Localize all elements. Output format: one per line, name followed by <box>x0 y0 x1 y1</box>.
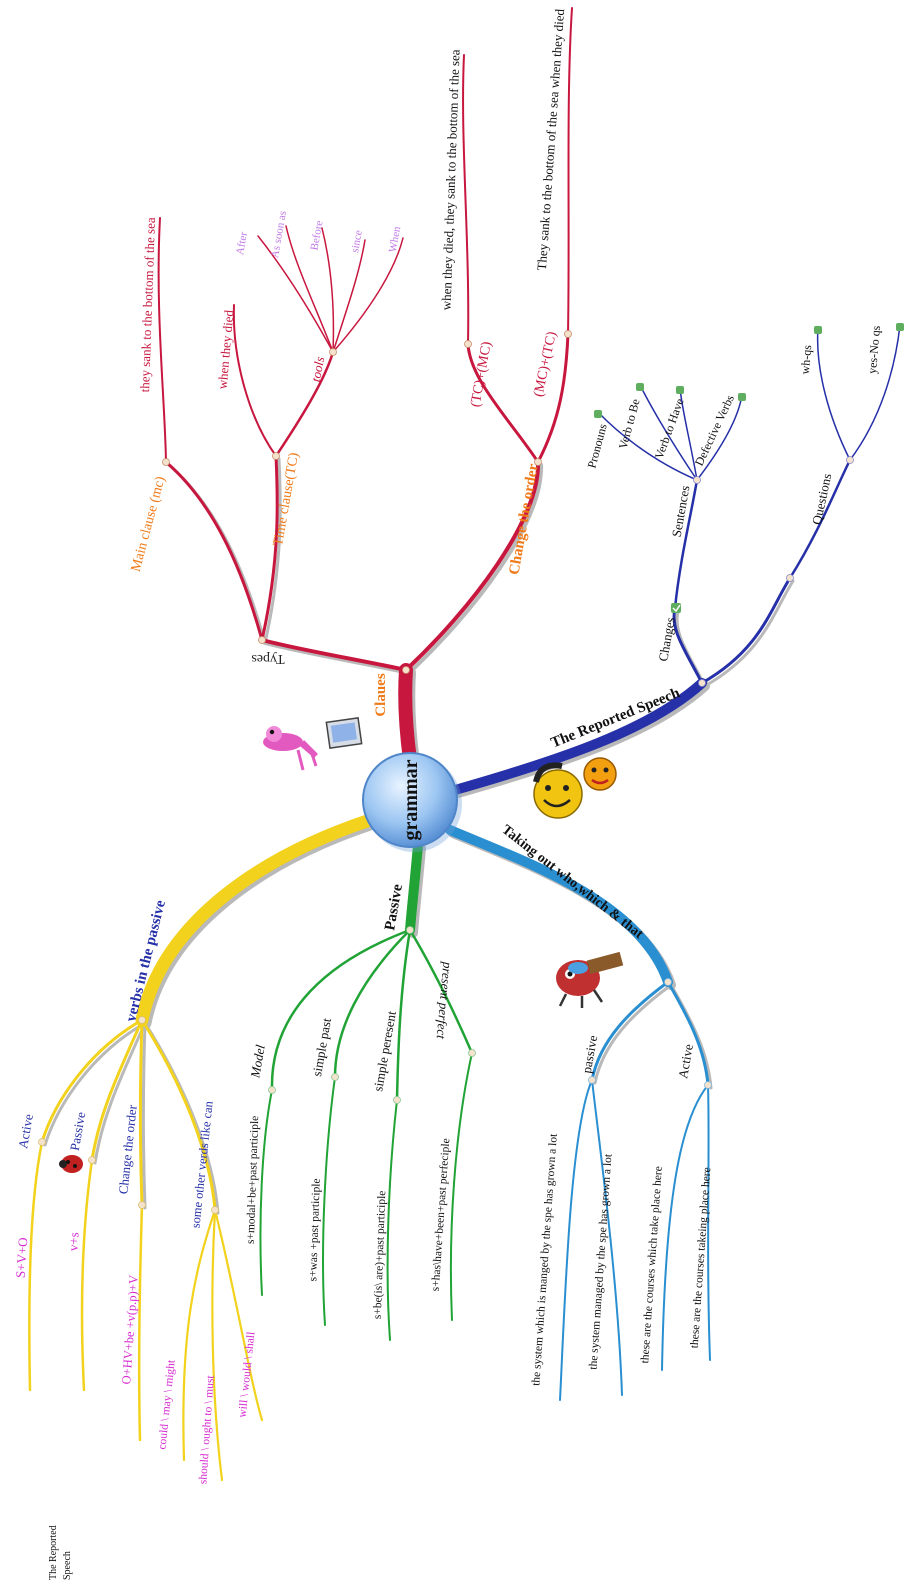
labels-reported-speech: The Reported Speech Changes Sentences Pr… <box>549 325 883 752</box>
verbs-other-item-3[interactable]: will \ would \ shall <box>237 1331 258 1418</box>
flamingo-computer-icon <box>263 718 362 770</box>
branch-taking-out <box>450 830 712 1400</box>
question-item-wh[interactable]: wh-qs <box>798 344 815 375</box>
sentence-item-verb-be[interactable]: Verb to Be <box>616 397 643 450</box>
clauses-title[interactable]: Claues <box>373 673 389 717</box>
passive-simple-present-label[interactable]: simple peresent <box>370 1010 399 1093</box>
verbs-change-formula[interactable]: O+HV+be +v(p.p)+V <box>119 1275 141 1385</box>
main-clause-label[interactable]: Main clause (mc) <box>129 475 169 574</box>
passive-present-perfect-label[interactable]: present perfect <box>434 960 456 1040</box>
verbs-active-label[interactable]: Active <box>15 1113 36 1150</box>
verbs-other-item-1[interactable]: could \ may \ might <box>156 1358 177 1450</box>
question-item-yes-no[interactable]: yes-No qs <box>865 325 883 375</box>
passive-title[interactable]: Passive <box>382 883 406 932</box>
passive-model-label[interactable]: Model <box>247 1043 268 1080</box>
taking-active-item-1[interactable]: these are the courses which take place h… <box>639 1166 665 1364</box>
smiley-faces-icon <box>534 758 616 818</box>
taking-passive-label[interactable]: passive <box>579 1034 600 1075</box>
center-label: grammar <box>400 759 422 840</box>
tool-item-before[interactable]: Before <box>309 220 326 252</box>
tool-item-when[interactable]: When <box>387 225 403 253</box>
mc-tc-example[interactable]: They sank to the bottom of the sea when … <box>534 8 567 271</box>
verbs-other-item-2[interactable]: should \ ought to \ must <box>197 1374 217 1484</box>
marker-icons <box>594 323 904 613</box>
verbs-active-formula[interactable]: S+V+O <box>13 1237 31 1279</box>
ladybug-icon <box>59 1155 83 1173</box>
footer-line-2: Speech <box>62 1551 73 1580</box>
tools-label[interactable]: tools <box>308 355 327 383</box>
sentence-item-verb-have[interactable]: Verb to Have <box>652 396 687 460</box>
passive-simple-present-formula[interactable]: s+be(is\ are)+past participle <box>372 1190 388 1319</box>
main-clause-example[interactable]: they sank to the bottom of the sea <box>137 217 158 393</box>
tc-mc-example[interactable]: when they died, they sank to the bottom … <box>438 49 462 311</box>
labels-clauses: Claues Types Main clause (mc) they sank … <box>129 8 567 717</box>
labels-taking-out: Taking out who,which & that passive the … <box>499 822 714 1386</box>
verbs-passive-formula[interactable]: v+s <box>65 1232 81 1252</box>
changes-label[interactable]: Changes <box>655 616 678 663</box>
verbs-change-order-label[interactable]: Change the order <box>115 1104 139 1195</box>
passive-simple-past-formula[interactable]: s+was +past participle <box>307 1178 323 1281</box>
tool-item-after[interactable]: After <box>234 231 250 256</box>
time-clause-example[interactable]: when they died <box>215 309 237 390</box>
taking-out-title[interactable]: Taking out who,which & that <box>499 822 646 942</box>
center-node[interactable]: grammar <box>363 753 462 852</box>
tool-item-as-soon-as[interactable]: As soon as <box>269 210 289 259</box>
labels-passive: Passive Model s+modal+be+past participle… <box>245 883 456 1320</box>
change-order-label[interactable]: Change the order <box>506 462 541 576</box>
taking-passive-item-1[interactable]: the system which is manged by the spe ha… <box>530 1133 560 1387</box>
taking-active-label[interactable]: Active <box>675 1043 696 1080</box>
verbs-passive-label[interactable]: Passive <box>67 1110 89 1151</box>
sentences-label[interactable]: Sentences <box>669 484 693 538</box>
footer-caption: The Reported Speech <box>48 1500 74 1580</box>
passive-simple-past-label[interactable]: simple past <box>309 1017 334 1078</box>
footer-line-1: The Reported <box>48 1525 59 1580</box>
sentence-item-pronouns[interactable]: Pronouns <box>585 422 610 470</box>
types-label[interactable]: Types <box>251 651 284 666</box>
taking-passive-item-2[interactable]: the system managed by the spe has grown … <box>587 1153 614 1370</box>
bug-character-icon <box>556 952 623 1008</box>
passive-model-formula[interactable]: s+modal+be+past participle <box>245 1116 261 1245</box>
labels-verbs-in-passive: verbs in the passive Active S+V+O Passiv… <box>13 898 258 1484</box>
passive-present-perfect-formula[interactable]: s+has\have+been+past perfeciple <box>430 1138 453 1292</box>
mc-tc-label[interactable]: (MC)+(TC) <box>531 330 560 398</box>
